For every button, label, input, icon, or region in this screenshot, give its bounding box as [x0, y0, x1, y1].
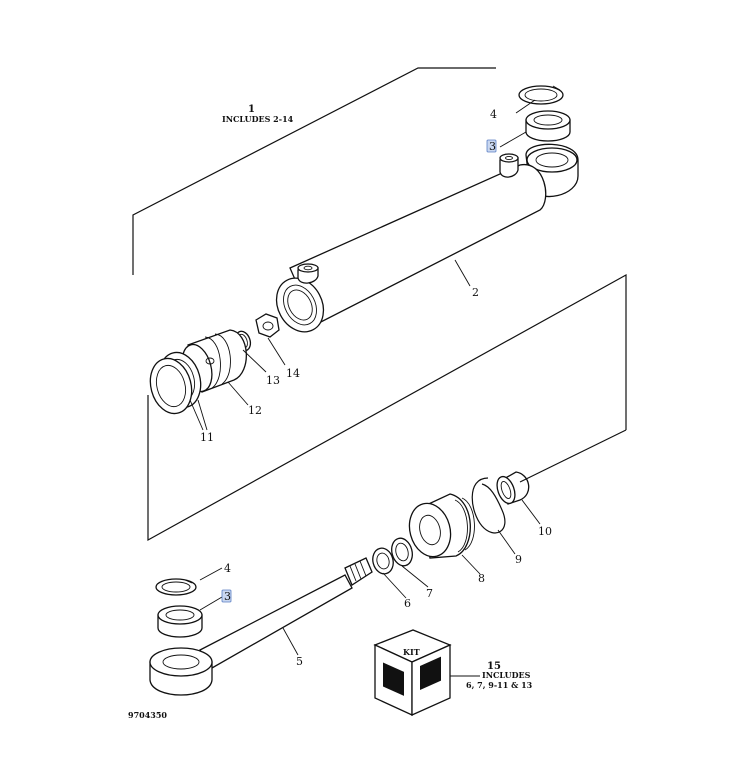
part-5-piston-rod — [149, 557, 373, 696]
leader-lines — [189, 99, 541, 677]
callout-15-line1: INCLUDES — [482, 670, 531, 680]
part-10-wiper — [496, 471, 530, 505]
highlight-callout-3-lower — [221, 589, 232, 603]
callout-9: 9 — [515, 553, 522, 566]
callout-4-lower: 4 — [224, 562, 231, 575]
part-3-bushing-lower — [157, 605, 203, 638]
kit-box-icon — [373, 629, 452, 717]
callout-11: 11 — [200, 431, 214, 444]
part-14-nut — [255, 313, 280, 338]
callout-4-upper: 4 — [490, 108, 497, 121]
figure-id: 9704350 — [128, 710, 167, 720]
callout-15-number: 15 — [487, 661, 501, 672]
part-6-seal — [372, 547, 394, 575]
callout-10: 10 — [538, 525, 552, 538]
callout-8: 8 — [478, 572, 485, 585]
callout-5: 5 — [296, 655, 303, 668]
part-9-snap-ring — [471, 477, 506, 534]
assembly-bracket-upper — [132, 67, 627, 542]
callout-12: 12 — [248, 404, 262, 417]
callout-7: 7 — [426, 587, 433, 600]
callout-14: 14 — [286, 367, 300, 380]
part-4-retaining-ring-upper — [518, 85, 564, 105]
assembly-bracket-lower — [519, 429, 627, 483]
callout-3-upper: 3 — [489, 140, 496, 153]
callout-2: 2 — [472, 286, 479, 299]
callout-1-text: INCLUDES 2-14 — [222, 114, 294, 124]
callout-15-line2: 6, 7, 9-11 & 13 — [466, 680, 533, 690]
part-8-gland — [408, 493, 475, 559]
part-4-retaining-ring-lower — [155, 578, 197, 596]
part-3-bushing-upper — [525, 110, 571, 142]
callout-1-number: 1 — [248, 104, 255, 115]
part-2-cylinder-barrel — [275, 143, 579, 333]
callout-13: 13 — [266, 374, 280, 387]
highlight-callout-3-upper — [486, 139, 497, 153]
kit-label: KIT — [403, 647, 420, 657]
callout-3-lower: 3 — [224, 590, 231, 603]
part-7-rod-seal — [391, 537, 413, 567]
callout-6: 6 — [404, 597, 411, 610]
part-11-piston-seals — [149, 351, 202, 415]
